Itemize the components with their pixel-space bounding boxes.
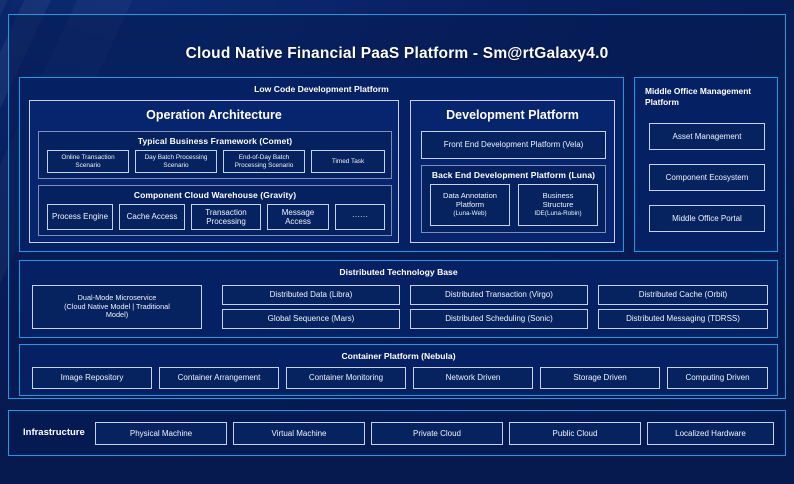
container-box-storage-driven[interactable]: Storage Driven <box>540 367 660 389</box>
page-title: Cloud Native Financial PaaS Platform - S… <box>185 45 609 62</box>
back-end-development-platform-group: Back End Development Platform (Luna) Dat… <box>421 165 606 233</box>
container-platform-panel: Container Platform (Nebula) Image Reposi… <box>19 344 778 396</box>
back-end-box-business-structure-ide[interactable]: Business Structure IDE(Luna-Robin) <box>518 184 598 226</box>
distributed-box-distributed-transaction[interactable]: Distributed Transaction (Virgo) <box>410 285 588 305</box>
component-box-message-access[interactable]: Message Access <box>267 204 329 230</box>
middle-office-management-platform-panel: Middle Office Management Platform Asset … <box>634 77 778 252</box>
container-platform-title: Container Platform (Nebula) <box>341 351 456 361</box>
scenario-box-timed-task[interactable]: Timed Task <box>311 150 385 173</box>
development-platform-panel: Development Platform Front End Developme… <box>410 100 615 243</box>
infrastructure-box-localized-hardware[interactable]: Localized Hardware <box>647 422 774 445</box>
infrastructure-label: Infrastructure <box>23 427 85 438</box>
low-code-development-platform-panel: Low Code Development Platform Operation … <box>19 77 624 252</box>
infrastructure-box-virtual-machine[interactable]: Virtual Machine <box>233 422 365 445</box>
container-box-computing-driven[interactable]: Computing Driven <box>667 367 768 389</box>
component-box-cache-access[interactable]: Cache Access <box>119 204 185 230</box>
distributed-box-distributed-scheduling[interactable]: Distributed Scheduling (Sonic) <box>410 309 588 329</box>
typical-business-framework-title: Typical Business Framework (Comet) <box>137 136 293 146</box>
container-box-container-arrangement[interactable]: Container Arrangement <box>159 367 279 389</box>
typical-business-framework-group: Typical Business Framework (Comet) Onlin… <box>38 131 392 179</box>
middle-office-platform-title: Middle Office Management Platform <box>645 86 752 108</box>
main-platform-frame: Cloud Native Financial PaaS Platform - S… <box>8 14 786 399</box>
scenario-box-online-transaction[interactable]: Online Transaction Scenario <box>47 150 129 173</box>
component-cloud-warehouse-title: Component Cloud Warehouse (Gravity) <box>133 190 297 200</box>
middle-office-box-middle-office-portal[interactable]: Middle Office Portal <box>649 205 765 232</box>
distributed-technology-base-panel: Distributed Technology Base Dual-Mode Mi… <box>19 260 778 338</box>
back-end-box-data-annotation-platform[interactable]: Data Annotation Platform (Luna-Web) <box>430 184 510 226</box>
distributed-box-distributed-messaging[interactable]: Distributed Messaging (TDRSS) <box>598 309 768 329</box>
container-box-image-repository[interactable]: Image Repository <box>32 367 152 389</box>
infrastructure-panel: Infrastructure Physical Machine Virtual … <box>8 410 786 456</box>
distributed-box-global-sequence[interactable]: Global Sequence (Mars) <box>222 309 400 329</box>
scenario-box-day-batch-processing[interactable]: Day Batch Processing Scenario <box>135 150 217 173</box>
component-box-process-engine[interactable]: Process Engine <box>47 204 113 230</box>
operation-architecture-title: Operation Architecture <box>146 108 282 122</box>
development-platform-title: Development Platform <box>446 108 579 122</box>
middle-office-box-component-ecosystem[interactable]: Component Ecosystem <box>649 164 765 191</box>
infrastructure-box-private-cloud[interactable]: Private Cloud <box>371 422 503 445</box>
distributed-box-distributed-data[interactable]: Distributed Data (Libra) <box>222 285 400 305</box>
component-box-transaction-processing[interactable]: Transaction Processing <box>191 204 261 230</box>
middle-office-box-asset-management[interactable]: Asset Management <box>649 123 765 150</box>
container-box-network-driven[interactable]: Network Driven <box>413 367 533 389</box>
infrastructure-box-public-cloud[interactable]: Public Cloud <box>509 422 641 445</box>
component-box-more[interactable]: ······ <box>335 204 385 230</box>
component-cloud-warehouse-group: Component Cloud Warehouse (Gravity) Proc… <box>38 185 392 236</box>
back-end-development-platform-title: Back End Development Platform (Luna) <box>431 170 596 180</box>
infrastructure-box-physical-machine[interactable]: Physical Machine <box>95 422 227 445</box>
distributed-technology-base-title: Distributed Technology Base <box>339 267 458 277</box>
operation-architecture-panel: Operation Architecture Typical Business … <box>29 100 399 243</box>
front-end-development-platform-box[interactable]: Front End Development Platform (Vela) <box>421 131 606 159</box>
distributed-box-distributed-cache[interactable]: Distributed Cache (Orbit) <box>598 285 768 305</box>
low-code-platform-title: Low Code Development Platform <box>254 84 389 94</box>
scenario-box-end-of-day-batch[interactable]: End-of-Day Batch Processing Scenario <box>223 150 305 173</box>
container-box-container-monitoring[interactable]: Container Monitoring <box>286 367 406 389</box>
distributed-box-dual-mode-microservice[interactable]: Dual-Mode Microservice (Cloud Native Mod… <box>32 285 202 329</box>
